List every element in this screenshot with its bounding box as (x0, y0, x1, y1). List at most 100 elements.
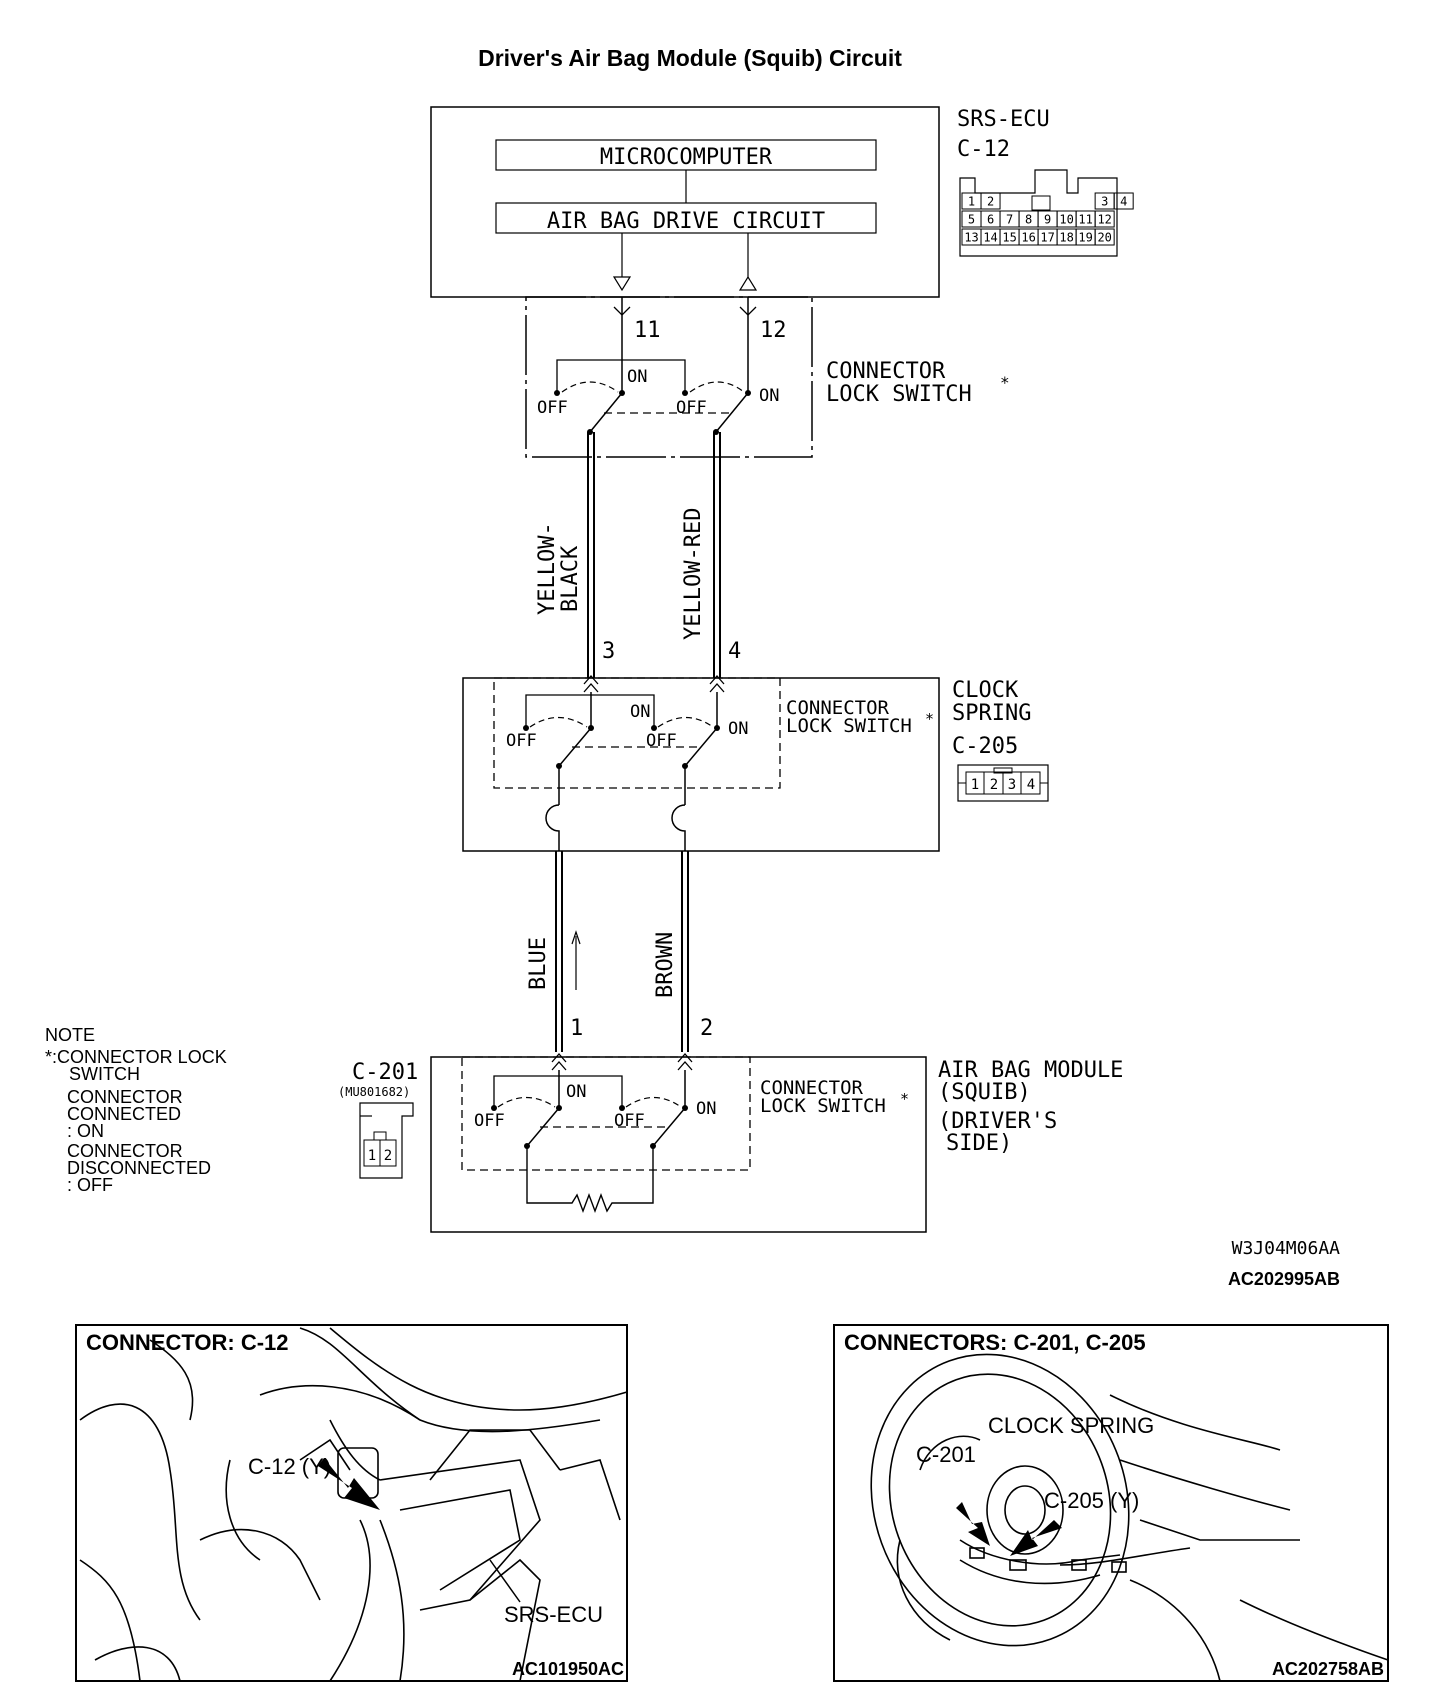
c12-pin-number: 13 (964, 231, 978, 245)
module-label-3: (DRIVER'S (938, 1109, 1057, 1134)
c12-label: C-12 (957, 137, 1010, 162)
ecu-switch-off-2: OFF (676, 398, 707, 418)
note-line-1: *:CONNECTOR LOCK (45, 1047, 227, 1067)
ecu-pin-11: 11 (634, 318, 661, 343)
c205-pin-3: 3 (1008, 777, 1016, 793)
wire-label-yellow-black-2: BLACK (558, 545, 583, 612)
c12-pin-number: 6 (987, 213, 994, 227)
blue-brown-harness (555, 851, 689, 1052)
diagram-title: Driver's Air Bag Module (Squib) Circuit (478, 45, 902, 71)
panel-connectors-c201-c205: CONNECTORS: C-201, C-205 CLOCK SPRING C-… (833, 1324, 1389, 1682)
clock-spring-label-2: SPRING (952, 701, 1031, 726)
srs-ecu-label: SRS-ECU (957, 107, 1050, 132)
c12-pin-number: 16 (1021, 231, 1035, 245)
c12-pin-number: 12 (1097, 213, 1111, 227)
ecu-lock-switch: ON OFF OFF ON (525, 296, 813, 458)
note-line-4: CONNECTED (67, 1104, 181, 1124)
c12-pin-number: 10 (1059, 213, 1073, 227)
ecu-lock-switch-label-1: CONNECTOR (826, 359, 946, 384)
c12-pin-number: 3 (1101, 195, 1108, 209)
c12-pin-cell (1094, 210, 1115, 228)
cs-lock-switch-mark: * (925, 710, 934, 728)
cs-lock-switch-label-2: LOCK SWITCH (786, 715, 912, 737)
c201-part-number: (MU801682) (338, 1085, 410, 1099)
module-pin-1: 1 (570, 1016, 583, 1041)
ecu-switch-on-2: ON (759, 386, 779, 406)
c12-pin-cell (1094, 228, 1115, 246)
note-line-2: SWITCH (69, 1064, 140, 1084)
c12-pin-cell (980, 192, 1001, 210)
c12-pin-number: 1 (968, 195, 975, 209)
mod-switch-off-2: OFF (614, 1111, 645, 1131)
ecu-pin-12: 12 (760, 318, 787, 343)
c205-pin-2: 2 (990, 777, 998, 793)
figure-code-w: W3J04M06AA (1232, 1238, 1341, 1259)
c205-pin-4: 4 (1027, 777, 1035, 793)
figure-code-ac: AC202995AB (1228, 1269, 1340, 1289)
clock-spring-label-1: CLOCK (952, 678, 1019, 703)
note-line-8: : OFF (67, 1175, 113, 1195)
cs-switch-on-2: ON (728, 719, 748, 739)
callout-c12-y: C-12 (Y) (248, 1454, 331, 1479)
c12-pin-number: 11 (1078, 213, 1092, 227)
note-line-6: CONNECTOR (67, 1141, 183, 1161)
wire-label-brown: BROWN (653, 932, 678, 998)
panel-left-title: CONNECTOR: C-12 (86, 1330, 289, 1355)
wire-label-blue: BLUE (526, 937, 551, 990)
c12-pin-cell (1113, 192, 1134, 210)
ecu-switch-off-1: OFF (537, 398, 568, 418)
mod-switch-on-1: ON (566, 1082, 586, 1102)
note-line-5: : ON (67, 1121, 104, 1141)
c12-pin-number: 19 (1078, 231, 1092, 245)
legend-note: NOTE *:CONNECTOR LOCK SWITCH CONNECTOR C… (45, 1025, 227, 1195)
c205-pin-1: 1 (971, 777, 979, 793)
c12-pin-number: 17 (1040, 231, 1054, 245)
c205-connector-face: 1 2 3 4 (957, 764, 1049, 802)
c201-pin-2: 2 (384, 1148, 392, 1164)
cs-switch-off-2: OFF (646, 731, 677, 751)
ecu-lock-switch-mark: * (1000, 373, 1010, 392)
mod-lock-switch-mark: * (900, 1090, 909, 1108)
clock-spring-block: ON OFF OFF ON (462, 675, 940, 852)
wire-label-yellow-red: YELLOW-RED (681, 508, 706, 640)
c12-pin-number: 4 (1120, 195, 1127, 209)
panel-right-title: CONNECTORS: C-201, C-205 (844, 1330, 1146, 1355)
drive-circuit-label: AIR BAG DRIVE CIRCUIT (547, 209, 825, 234)
c12-pin-number: 18 (1059, 231, 1073, 245)
steering-wheel-illustration (870, 1353, 1389, 1682)
clock-spring-pin-4: 4 (728, 639, 741, 664)
c201-pin-1: 1 (368, 1148, 376, 1164)
c12-pin-number: 9 (1044, 213, 1051, 227)
srs-ecu-block: MICROCOMPUTER AIR BAG DRIVE CIRCUIT (430, 106, 940, 298)
callout-srs-ecu: SRS-ECU (504, 1602, 603, 1627)
c205-label: C-205 (952, 734, 1018, 759)
c12-pin-number: 8 (1025, 213, 1032, 227)
callout-c201: C-201 (916, 1442, 976, 1467)
c201-label: C-201 (352, 1060, 418, 1085)
ecu-switch-on-1: ON (627, 367, 647, 387)
mod-switch-off-1: OFF (474, 1111, 505, 1131)
wire-label-yellow-black-1: YELLOW- (535, 522, 560, 615)
callout-clock-spring: CLOCK SPRING (988, 1413, 1154, 1438)
module-label-4: SIDE) (946, 1131, 1012, 1156)
c12-pin-number: 14 (983, 231, 997, 245)
callout-c205-y: C-205 (Y) (1044, 1488, 1139, 1513)
mod-lock-switch-label-1: CONNECTOR (760, 1077, 864, 1099)
panel-right-code: AC202758AB (1272, 1659, 1384, 1679)
cs-switch-off-1: OFF (506, 731, 537, 751)
module-label-2: (SQUIB) (938, 1080, 1031, 1105)
note-line-3: CONNECTOR (67, 1087, 183, 1107)
note-heading: NOTE (45, 1025, 95, 1045)
yellow-harness (587, 432, 721, 678)
mod-lock-switch-label-2: LOCK SWITCH (760, 1095, 886, 1117)
c12-pin-number: 20 (1097, 231, 1111, 245)
mod-switch-on-2: ON (696, 1099, 716, 1119)
module-pin-2: 2 (700, 1016, 713, 1041)
c12-pin-number: 7 (1006, 213, 1013, 227)
note-line-7: DISCONNECTED (67, 1158, 211, 1178)
ecu-lock-switch-label-2: LOCK SWITCH (826, 382, 972, 407)
c12-pin-number: 2 (987, 195, 994, 209)
